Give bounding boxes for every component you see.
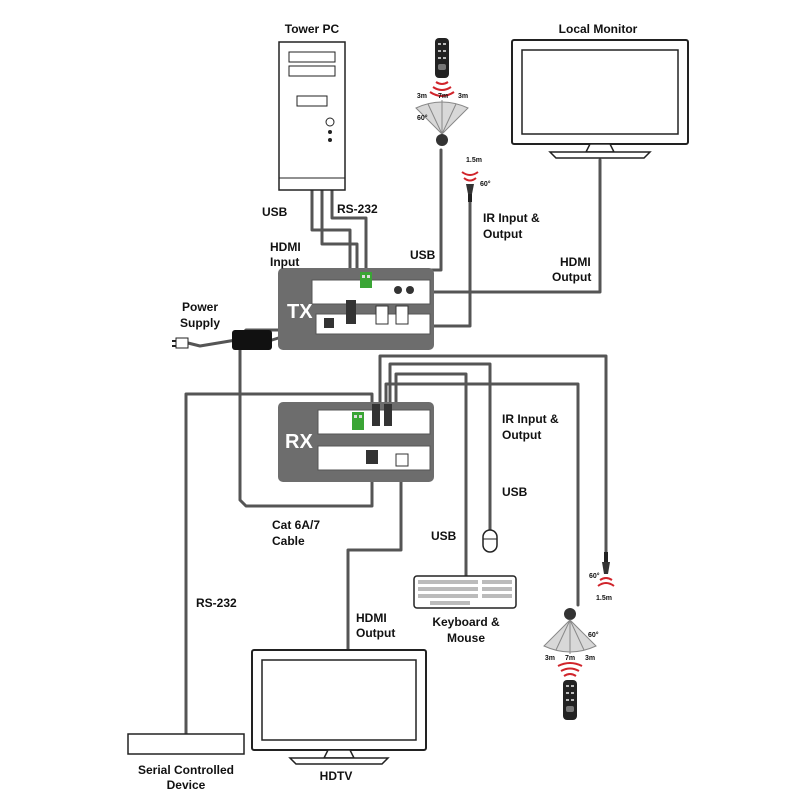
hdmi-output-local-label-line1: HDMI	[560, 255, 591, 269]
hdtv	[251, 649, 427, 765]
cables	[183, 147, 609, 743]
ir-signal-waves-top	[429, 81, 455, 97]
cat-cable-label-line2: Cable	[272, 534, 305, 548]
hdtv-label: HDTV	[320, 769, 353, 783]
ir-rx-label-line2: Output	[502, 428, 541, 442]
serial-device-label-line2: Device	[167, 778, 206, 792]
ir-eye-bottom	[597, 552, 615, 587]
tower-pc	[278, 41, 346, 191]
hdmi-output-tv-label-line1: HDMI	[356, 611, 387, 625]
remote-top-right-distance: 3m	[458, 93, 468, 100]
ir-tx-label-line1: IR Input &	[483, 211, 540, 225]
remote-top-angle: 60°	[417, 114, 428, 122]
tower-pc-label: Tower PC	[285, 22, 340, 36]
remote-bottom-right-distance: 3m	[585, 655, 595, 662]
remote-bottom-angle: 60°	[588, 631, 599, 639]
keyboard-mouse-label-line1: Keyboard &	[432, 615, 500, 629]
ir-receiver-cone-bottom	[543, 608, 597, 654]
rx-label: RX	[285, 431, 313, 453]
cat-cable-label-line1: Cat 6A/7	[272, 518, 320, 532]
ir-eye-bottom-angle: 60°	[589, 572, 600, 580]
mouse	[482, 529, 498, 553]
remote-bottom-center-distance: 7m	[565, 655, 575, 662]
usb-pc-label: USB	[262, 205, 288, 219]
remote-top-center-distance: 7m	[438, 93, 448, 100]
keyboard-mouse-label-line2: Mouse	[447, 631, 485, 645]
ir-eye-top-angle: 60°	[480, 180, 491, 188]
usb-mouse-label: USB	[502, 485, 528, 499]
remote-control-bottom	[563, 680, 577, 720]
usb-tx-label: USB	[410, 248, 436, 262]
rs232-serial-label: RS-232	[196, 596, 237, 610]
hdmi-output-local-label-line2: Output	[552, 270, 591, 284]
ir-rx-label-line1: IR Input &	[502, 412, 559, 426]
remote-top-left-distance: 3m	[417, 93, 427, 100]
ir-receiver-cone-top	[415, 100, 469, 146]
keyboard	[413, 575, 517, 609]
ir-eye-bottom-distance: 1.5m	[596, 595, 612, 602]
serial-device-label-line1: Serial Controlled	[138, 763, 234, 777]
tx-unit	[278, 268, 434, 350]
rs232-pc-label: RS-232	[337, 202, 378, 216]
power-supply-label-line1: Power	[182, 300, 218, 314]
power-supply-label-line2: Supply	[180, 316, 220, 330]
ir-eye-top	[461, 171, 479, 202]
tx-label: TX	[287, 301, 313, 323]
usb-keyboard-label: USB	[431, 529, 457, 543]
hdmi-input-label-line1: HDMI	[270, 240, 301, 254]
serial-controlled-device	[127, 733, 245, 755]
local-monitor-label: Local Monitor	[559, 22, 638, 36]
hdmi-output-tv-label-line2: Output	[356, 626, 395, 640]
ir-eye-top-distance: 1.5m	[466, 157, 482, 164]
ir-signal-waves-bottom	[557, 662, 583, 677]
ir-tx-label-line2: Output	[483, 227, 522, 241]
power-supply	[172, 330, 272, 350]
rx-unit	[278, 402, 434, 482]
hdmi-input-label-line2: Input	[270, 255, 299, 269]
local-monitor	[511, 39, 689, 159]
remote-control-top	[435, 38, 449, 78]
remote-bottom-left-distance: 3m	[545, 655, 555, 662]
